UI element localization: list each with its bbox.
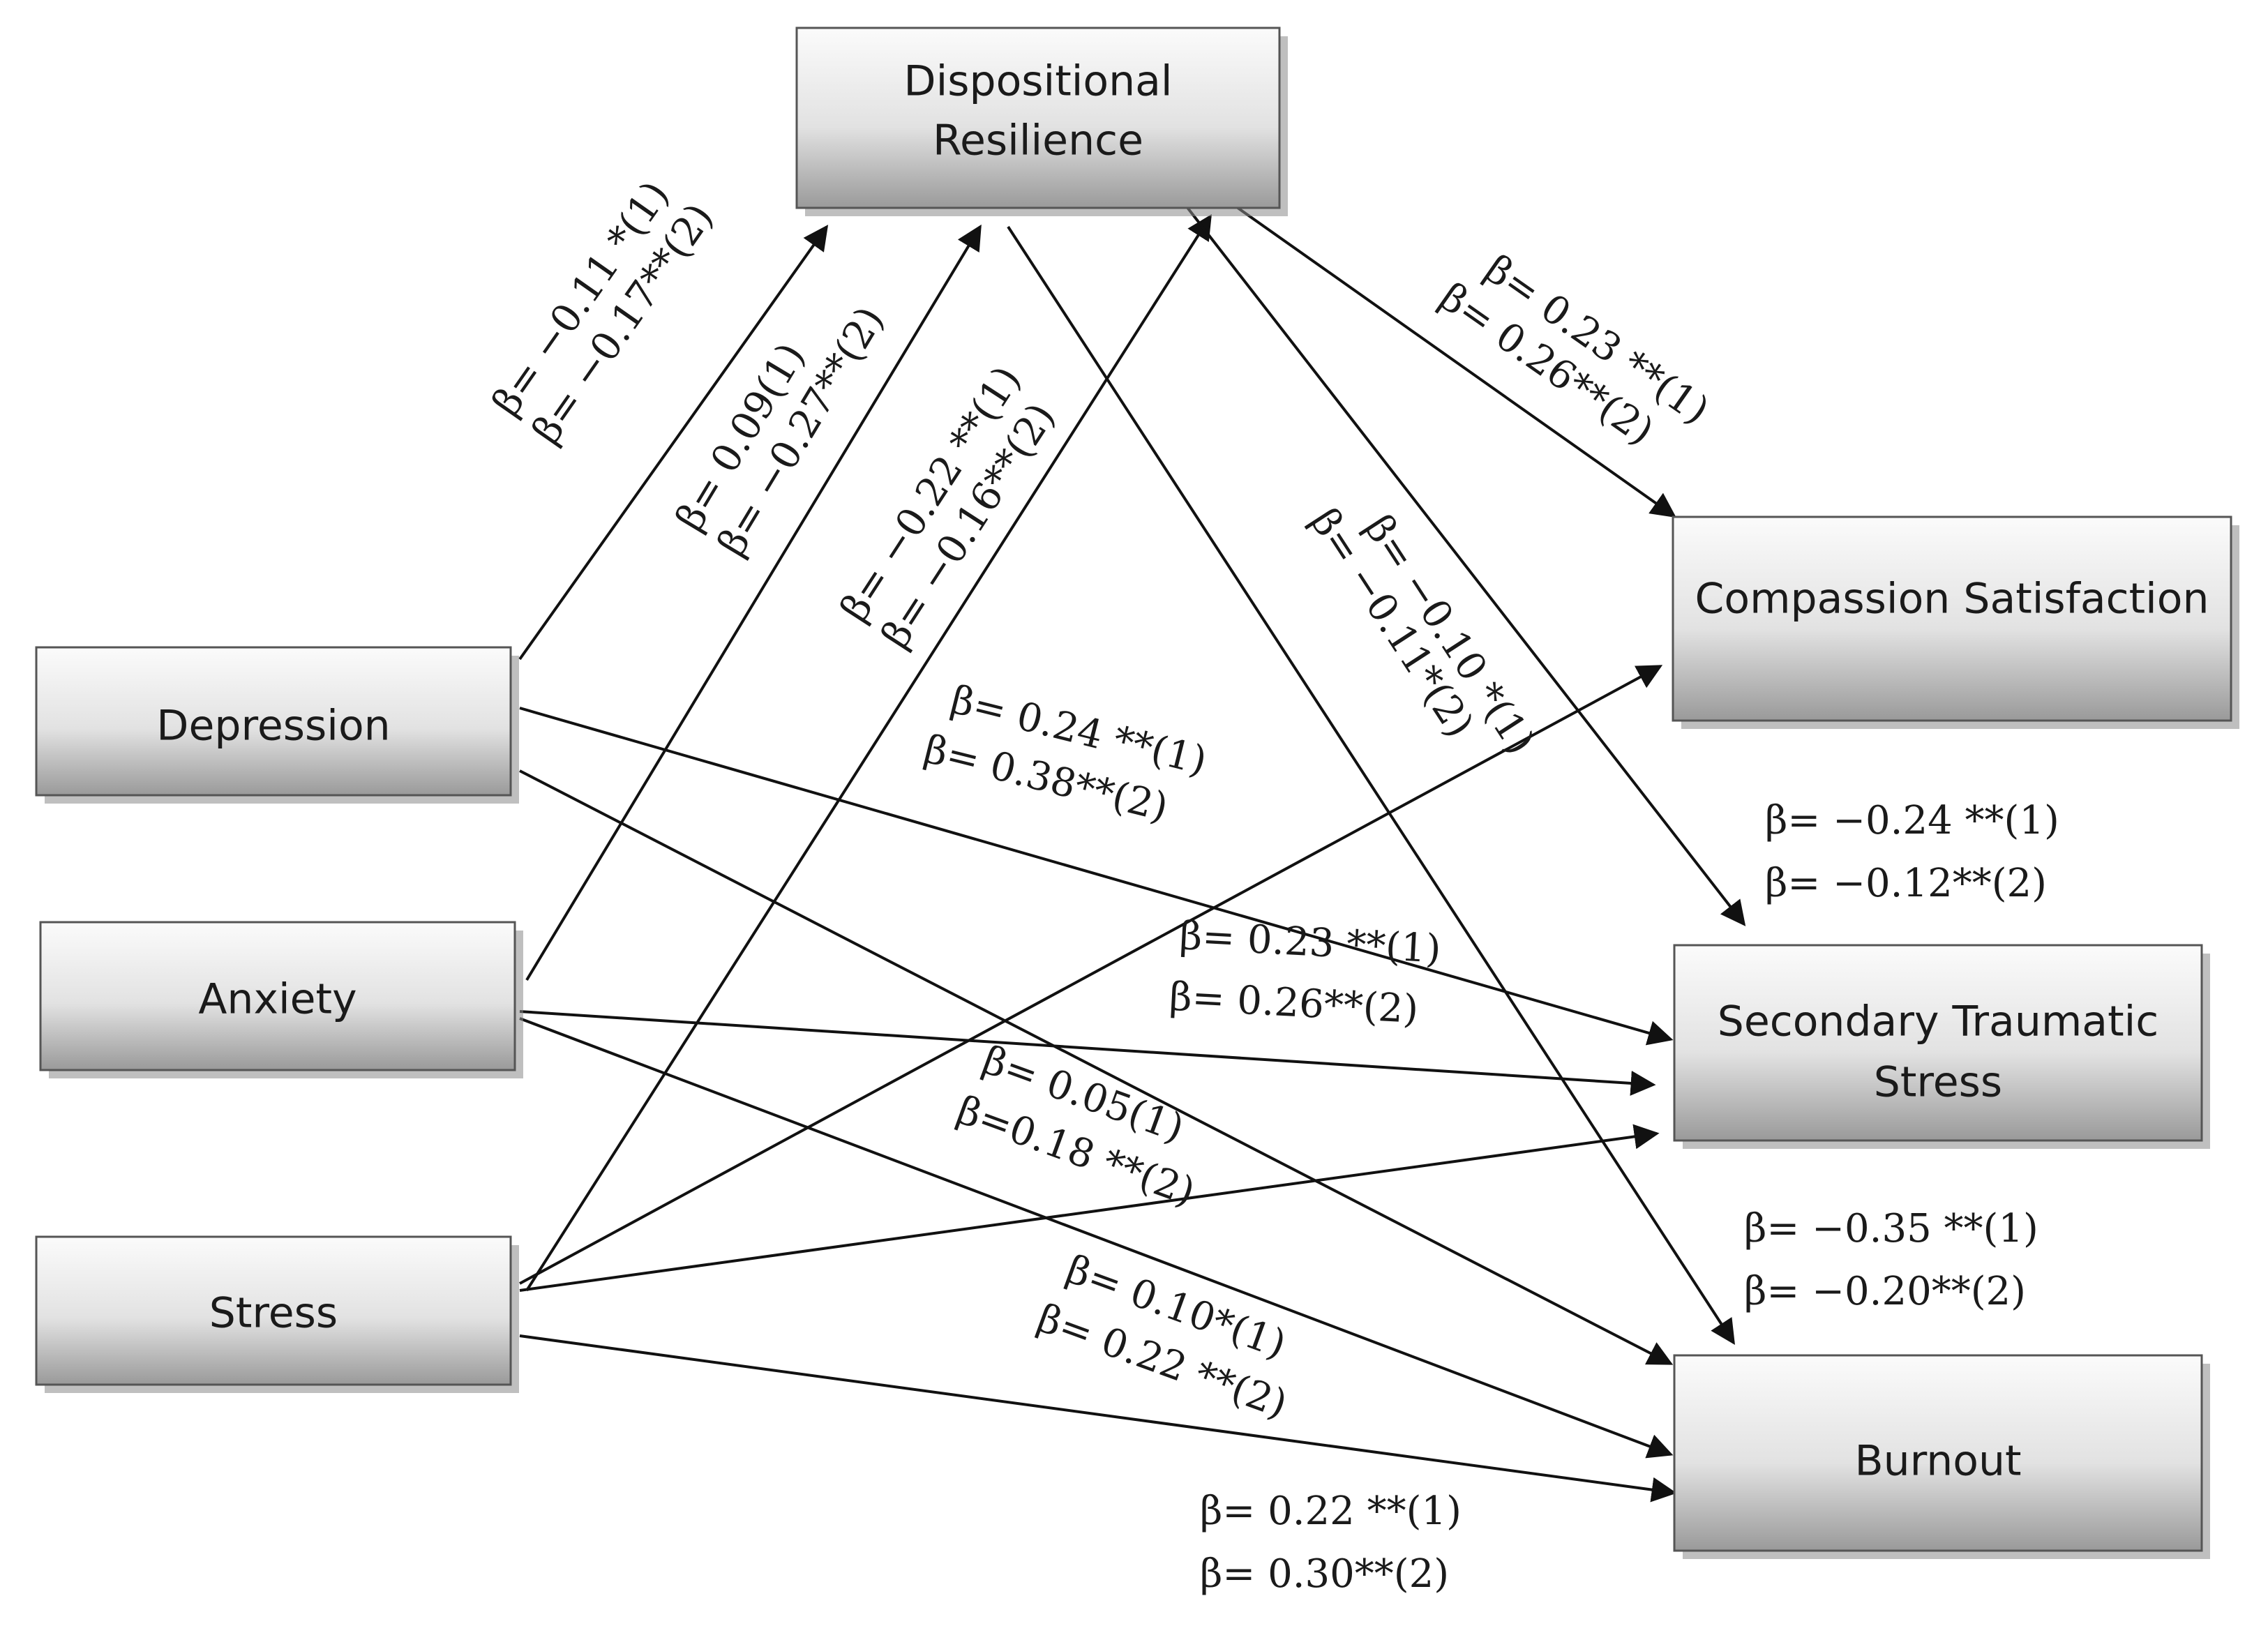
coef-line: β= −0.20**(2): [1744, 1269, 2026, 1314]
edge-stress-to-burnout: [519, 1334, 1677, 1503]
edges: [518, 204, 1746, 1503]
coef-str-burnout: β= 0.22 **(1) β= 0.30**(2): [1200, 1489, 1462, 1597]
edge-resilience-to-burnout: [1007, 225, 1735, 1346]
node-label: Resilience: [933, 116, 1143, 165]
coef-str-resilience: β= −0.22 **(1) β= −0.16**(2): [832, 358, 1064, 656]
node-compassion-satisfaction: Compassion Satisfaction: [1672, 515, 2239, 729]
coef-dep-resilience: β= −0.11 *(1) β= −0.17**(2): [483, 173, 722, 452]
coef-anx-burnout: β= 0.10*(1) β= 0.22 **(2): [1032, 1247, 1293, 1427]
edge-stress-to-sts: [519, 1124, 1660, 1292]
coef-line: β= −0.12**(2): [1765, 861, 2047, 906]
coef-line: β= −0.35 **(1): [1744, 1206, 2038, 1251]
node-secondary-traumatic-stress: Secondary Traumatic Stress: [1673, 944, 2210, 1149]
coef-line: β= −0.24 **(1): [1765, 798, 2059, 843]
edge-resilience-to-compassion: [1233, 204, 1676, 518]
coef-line: β= 0.22 **(1): [1200, 1489, 1462, 1534]
edge-anxiety-to-resilience: [525, 224, 982, 981]
coef-line: β= 0.26**(2): [1169, 974, 1420, 1032]
node-anxiety: Anxiety: [39, 921, 523, 1078]
coef-anx-sts: β= 0.23 **(1) β= 0.26**(2): [1169, 913, 1442, 1032]
coef-dep-sts: β= 0.24 **(1) β= 0.38**(2): [919, 677, 1211, 831]
coef-res-sts: β= −0.24 **(1) β= −0.12**(2): [1765, 798, 2059, 906]
node-label: Burnout: [1854, 1437, 2021, 1486]
edge-depression-to-burnout: [519, 769, 1674, 1365]
node-stress: Stress: [35, 1235, 519, 1393]
edge-anxiety-to-sts: [519, 1010, 1656, 1096]
node-label: Secondary Traumatic: [1718, 998, 2159, 1046]
node-label: Anxiety: [198, 975, 356, 1024]
coef-res-burnout-mid: β= −0.10 *(1) β= −0.11*(2): [1302, 501, 1544, 762]
edge-anxiety-to-burnout: [519, 1017, 1674, 1459]
coef-line: β= 0.30**(2): [1200, 1551, 1449, 1597]
node-depression: Depression: [35, 646, 519, 804]
node-label: Compassion Satisfaction: [1695, 575, 2209, 624]
node-dispositional-resilience: Dispositional Resilience: [795, 27, 1288, 216]
edge-stress-to-resilience: [525, 213, 1212, 1292]
node-label: Stress: [1874, 1058, 2002, 1107]
node-label: Stress: [209, 1289, 338, 1338]
edge-stress-to-compassion: [519, 665, 1663, 1285]
edge-resilience-to-sts: [1185, 204, 1746, 926]
node-label: Dispositional: [903, 57, 1172, 106]
edge-depression-to-sts: [519, 707, 1674, 1046]
coef-res-burnout: β= −0.35 **(1) β= −0.20**(2): [1744, 1206, 2038, 1314]
coef-line: β= 0.23 **(1): [1178, 913, 1442, 972]
edge-depression-to-resilience: [518, 225, 829, 661]
coef-res-compassion: β= 0.23 **(1) β= 0.26**(2): [1432, 246, 1717, 454]
node-label: Depression: [156, 702, 390, 751]
coef-anx-resilience: β= 0.09(1) β= −0.27**(2): [667, 299, 893, 564]
node-burnout: Burnout: [1673, 1354, 2210, 1559]
